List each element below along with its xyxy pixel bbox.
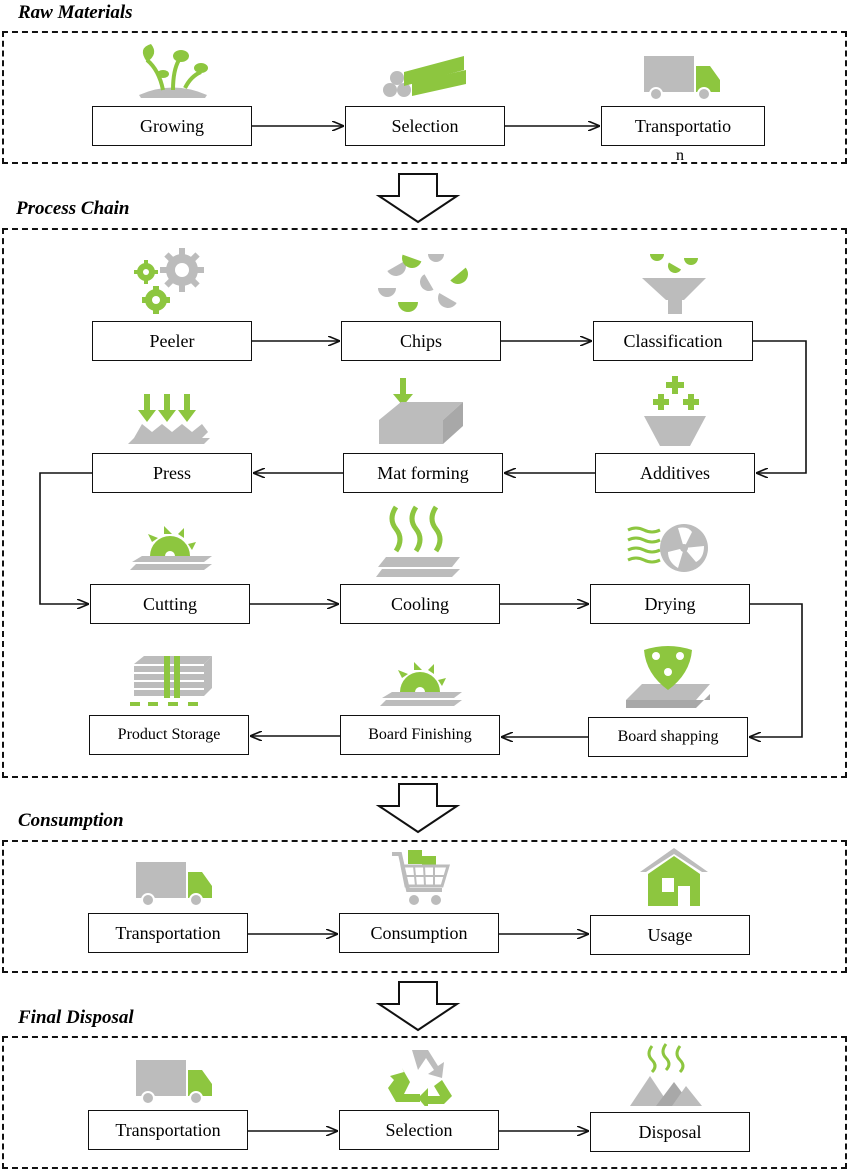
node-transportation: Transportatio [601,106,765,146]
node-label: Transportatio [634,116,732,136]
fan-icon [627,524,708,572]
section-title-final-disposal: Final Disposal [18,1007,134,1028]
frame-process-chain [2,228,847,778]
node-peeler: Peeler [92,321,252,361]
logs-icon [383,56,466,97]
section-flow-arrow [375,981,461,1032]
node-label: Board shapping [617,728,719,745]
node-mat-forming: Mat forming [343,453,503,493]
node-label: Disposal [638,1122,702,1142]
additives-bowl-icon [644,376,706,446]
node-label: Usage [647,925,693,945]
truck-icon [136,862,212,907]
mat-block-icon [379,378,463,444]
frame-consumption [2,840,847,973]
section-flow-arrow [375,783,461,834]
cart-icon [392,850,451,905]
node-consumption-transportation: Transportation [88,913,248,953]
node-label: Board Finishing [368,726,472,743]
node-usage: Usage [590,915,750,955]
node-label: Peeler [149,331,195,351]
node-label: Cutting [142,594,197,614]
node-label: Additives [640,463,710,483]
node-label: Consumption [370,923,468,943]
node-label: Transportation [115,1120,221,1140]
node-disposal-transportation: Transportation [88,1110,248,1150]
frame-final-disposal [2,1036,847,1169]
node-disposal-selection: Selection [339,1110,499,1150]
node-product-storage: Product Storage [89,715,249,755]
section-flow-arrow [375,173,461,224]
finishing-saw-icon [380,662,462,706]
gears-icon [134,248,204,314]
node-label: Classification [623,331,723,351]
node-label: Growing [140,116,204,136]
funnel-icon [642,254,706,314]
stack-icon [130,656,212,706]
node-label: Press [152,463,191,483]
recycle-icon [388,1050,452,1106]
frame-raw-materials [2,31,847,164]
node-chips: Chips [341,321,501,361]
node-disposal: Disposal [590,1112,750,1152]
chips-icon [378,254,468,313]
node-label: Product Storage [117,726,221,743]
node-classification: Classification [593,321,753,361]
node-cutting: Cutting [90,584,250,624]
section-title-consumption: Consumption [18,810,124,831]
node-additives: Additives [595,453,755,493]
node-cooling: Cooling [340,584,500,624]
node-press: Press [92,453,252,493]
node-label: Cooling [390,594,449,614]
press-arrows-icon [128,394,210,444]
house-icon [640,848,708,906]
node-label-overflow: n [676,147,684,164]
node-growing: Growing [92,106,252,146]
node-board-shapping: Board shapping [588,717,748,757]
node-label: Drying [644,594,696,614]
node-label: Chips [399,331,442,351]
section-title-raw-materials: Raw Materials [18,2,133,23]
node-label: Mat forming [377,463,469,483]
node-label: Selection [391,116,459,136]
node-consumption: Consumption [339,913,499,953]
truck-icon [644,56,720,101]
node-board-finishing: Board Finishing [340,715,500,755]
section-title-process-chain: Process Chain [16,198,130,219]
node-selection: Selection [345,106,505,146]
sprout-icon [139,44,208,98]
saw-icon [130,526,212,570]
disposal-piles-icon [630,1043,702,1106]
truck-icon [136,1060,212,1105]
shaping-board-icon [626,646,710,708]
node-drying: Drying [590,584,750,624]
node-label: Selection [385,1120,453,1140]
steam-board-icon [376,505,460,577]
node-label: Transportation [115,923,221,943]
